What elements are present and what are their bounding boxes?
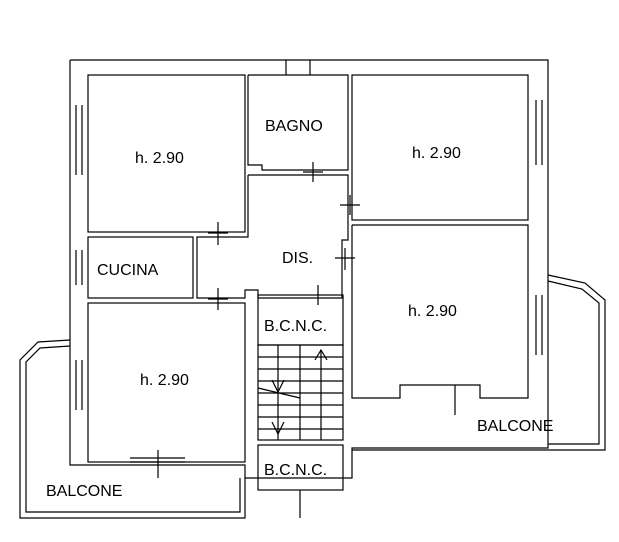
storage-label: B.C.N.C.: [264, 462, 328, 479]
room-hallway: [196, 174, 349, 299]
balcony-left-rail-inner: [25, 345, 241, 513]
balcony-right-rail: [352, 274, 606, 451]
room-bedroom-right: [351, 224, 529, 399]
kitchen-label: CUCINA: [97, 262, 159, 279]
bathroom-label: BAGNO: [265, 118, 323, 135]
hallway-label: DIS.: [282, 250, 314, 267]
room-bedroom-top-left: [87, 74, 246, 233]
room-bedroom-top-right: [351, 74, 529, 221]
balcony-right-rail-inner: [547, 280, 600, 445]
balcony-label: BALCONE: [46, 483, 123, 500]
room-height-label: h. 2.90: [135, 150, 184, 167]
room-height-label: h. 2.90: [412, 145, 461, 162]
storage-label: B.C.N.C.: [264, 318, 328, 335]
room-height-label: h. 2.90: [408, 303, 457, 320]
room-kitchen: [87, 236, 194, 299]
stair-treads: [257, 345, 343, 440]
wall-openings: [75, 60, 543, 518]
room-height-label: h. 2.90: [140, 372, 189, 389]
outer-wall: [69, 59, 549, 479]
balcony-left-rail: [19, 339, 246, 519]
balcony-label: BALCONE: [477, 418, 554, 435]
room-bathroom: [247, 74, 349, 171]
